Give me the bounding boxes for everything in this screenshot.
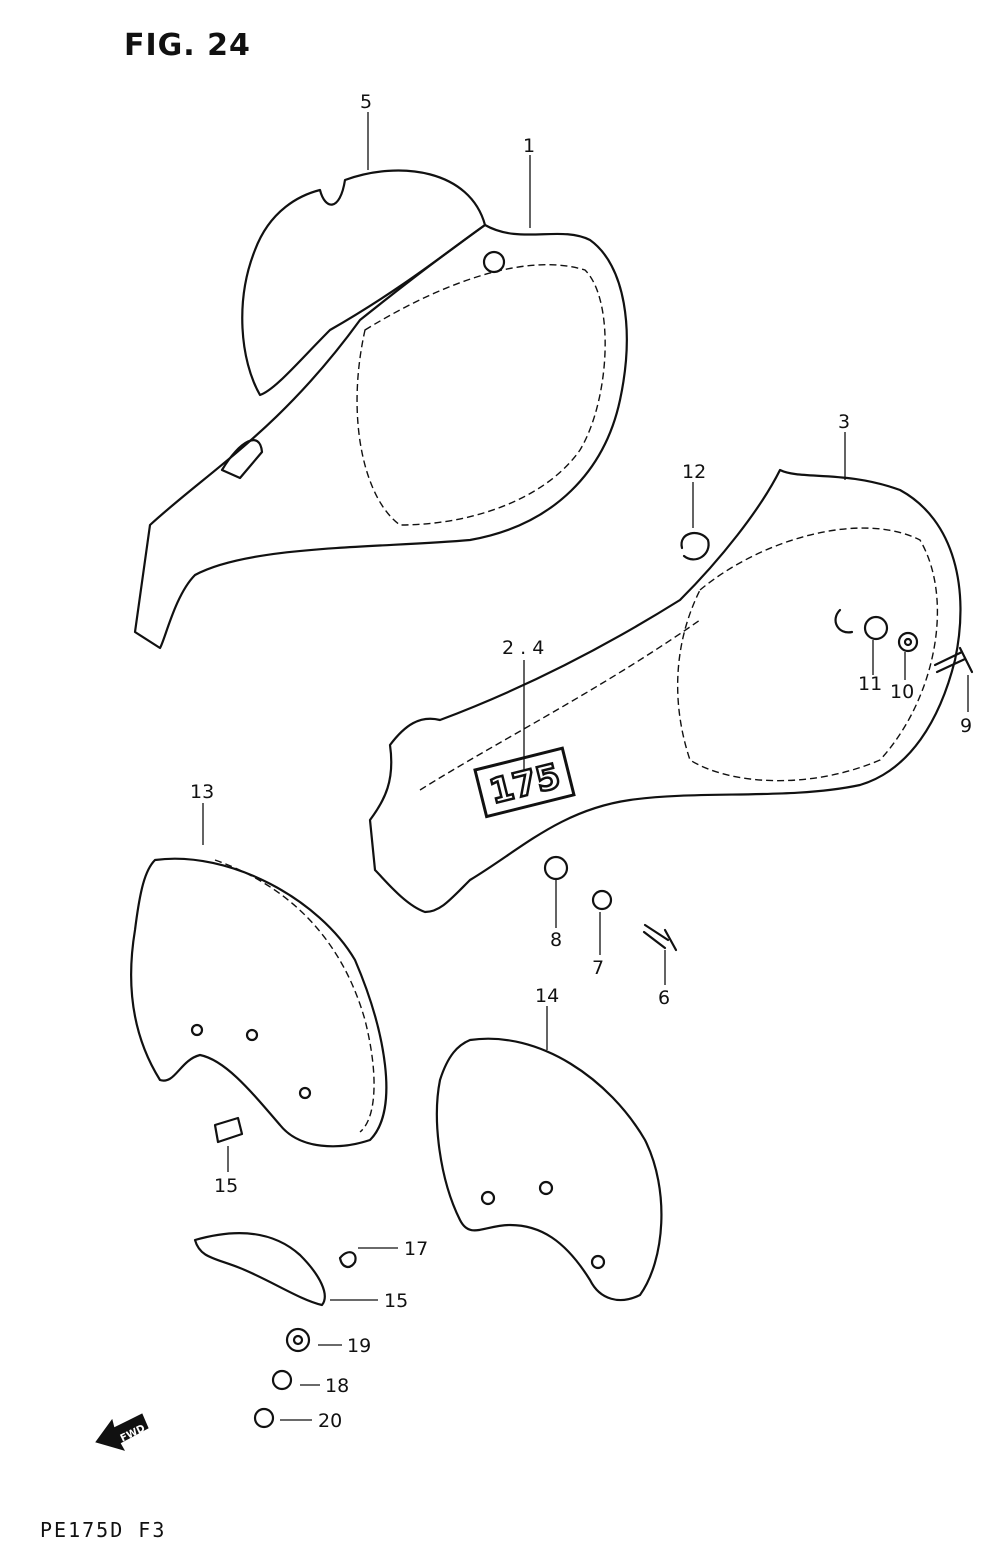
callout-11: 11 xyxy=(858,673,882,695)
callout-5: 5 xyxy=(360,91,372,113)
part-15-bracket xyxy=(193,1232,326,1307)
callout-17: 17 xyxy=(404,1238,428,1260)
part-12-washer xyxy=(680,531,710,561)
callout-15b: 15 xyxy=(214,1175,238,1197)
callout-20: 20 xyxy=(318,1410,342,1432)
model-code-footer: PE175D F3 xyxy=(40,1518,167,1542)
part-14-hole-c xyxy=(590,1254,606,1270)
part-6-screw xyxy=(642,923,678,952)
callout-12: 12 xyxy=(682,461,706,483)
part-3-right-side-cover xyxy=(368,468,962,914)
part-10-washer xyxy=(897,631,919,653)
part-11-retainer-clip xyxy=(834,608,854,634)
part-13-hole-b xyxy=(245,1028,259,1042)
part-14-hole-b xyxy=(538,1180,554,1196)
callout-8: 8 xyxy=(550,929,562,951)
callout-10: 10 xyxy=(890,681,914,703)
part-7-washer xyxy=(591,889,613,911)
part-13-inner-edge xyxy=(214,859,375,1133)
callout-14: 14 xyxy=(535,985,559,1007)
part-5-cover-plate xyxy=(241,169,487,397)
part-10-washer-hole xyxy=(903,637,913,647)
part-14-side-panel xyxy=(435,1037,663,1302)
part-17-clip xyxy=(338,1251,357,1268)
callout-18: 18 xyxy=(325,1375,349,1397)
part-16-pin xyxy=(213,1116,244,1144)
part-8-grommet xyxy=(543,855,569,881)
part-13-hole-c xyxy=(298,1086,312,1100)
callout-6: 6 xyxy=(658,987,670,1009)
part-3-upper-rail xyxy=(419,619,701,791)
part-1-mount-tab xyxy=(220,439,264,480)
part-19-washer-hole xyxy=(292,1334,304,1346)
part-11-collar xyxy=(863,615,889,641)
part-1-grommet xyxy=(482,250,506,274)
part-1-left-side-cover xyxy=(133,223,628,650)
part-14-hole-a xyxy=(480,1190,496,1206)
callout-3: 3 xyxy=(838,411,850,433)
part-3-inner-panel xyxy=(676,527,939,782)
part-13-side-panel xyxy=(130,857,388,1148)
callout-13: 13 xyxy=(190,781,214,803)
forward-arrow-icon: FWD xyxy=(95,1413,149,1451)
callout-1: 1 xyxy=(523,135,535,157)
part-13-hole-a xyxy=(190,1023,204,1037)
part-18-nut xyxy=(271,1369,293,1391)
callout-2-4: 2 . 4 xyxy=(502,637,544,659)
callout-19: 19 xyxy=(347,1335,371,1357)
part-19-washer xyxy=(285,1327,311,1353)
part-9-screw xyxy=(933,646,974,674)
part-20-nut xyxy=(253,1407,275,1429)
callout-9: 9 xyxy=(960,715,972,737)
callout-7: 7 xyxy=(592,957,604,979)
callout-15a: 15 xyxy=(384,1290,408,1312)
figure-title: FIG. 24 xyxy=(124,28,251,63)
part-1-inner-panel xyxy=(356,263,606,526)
